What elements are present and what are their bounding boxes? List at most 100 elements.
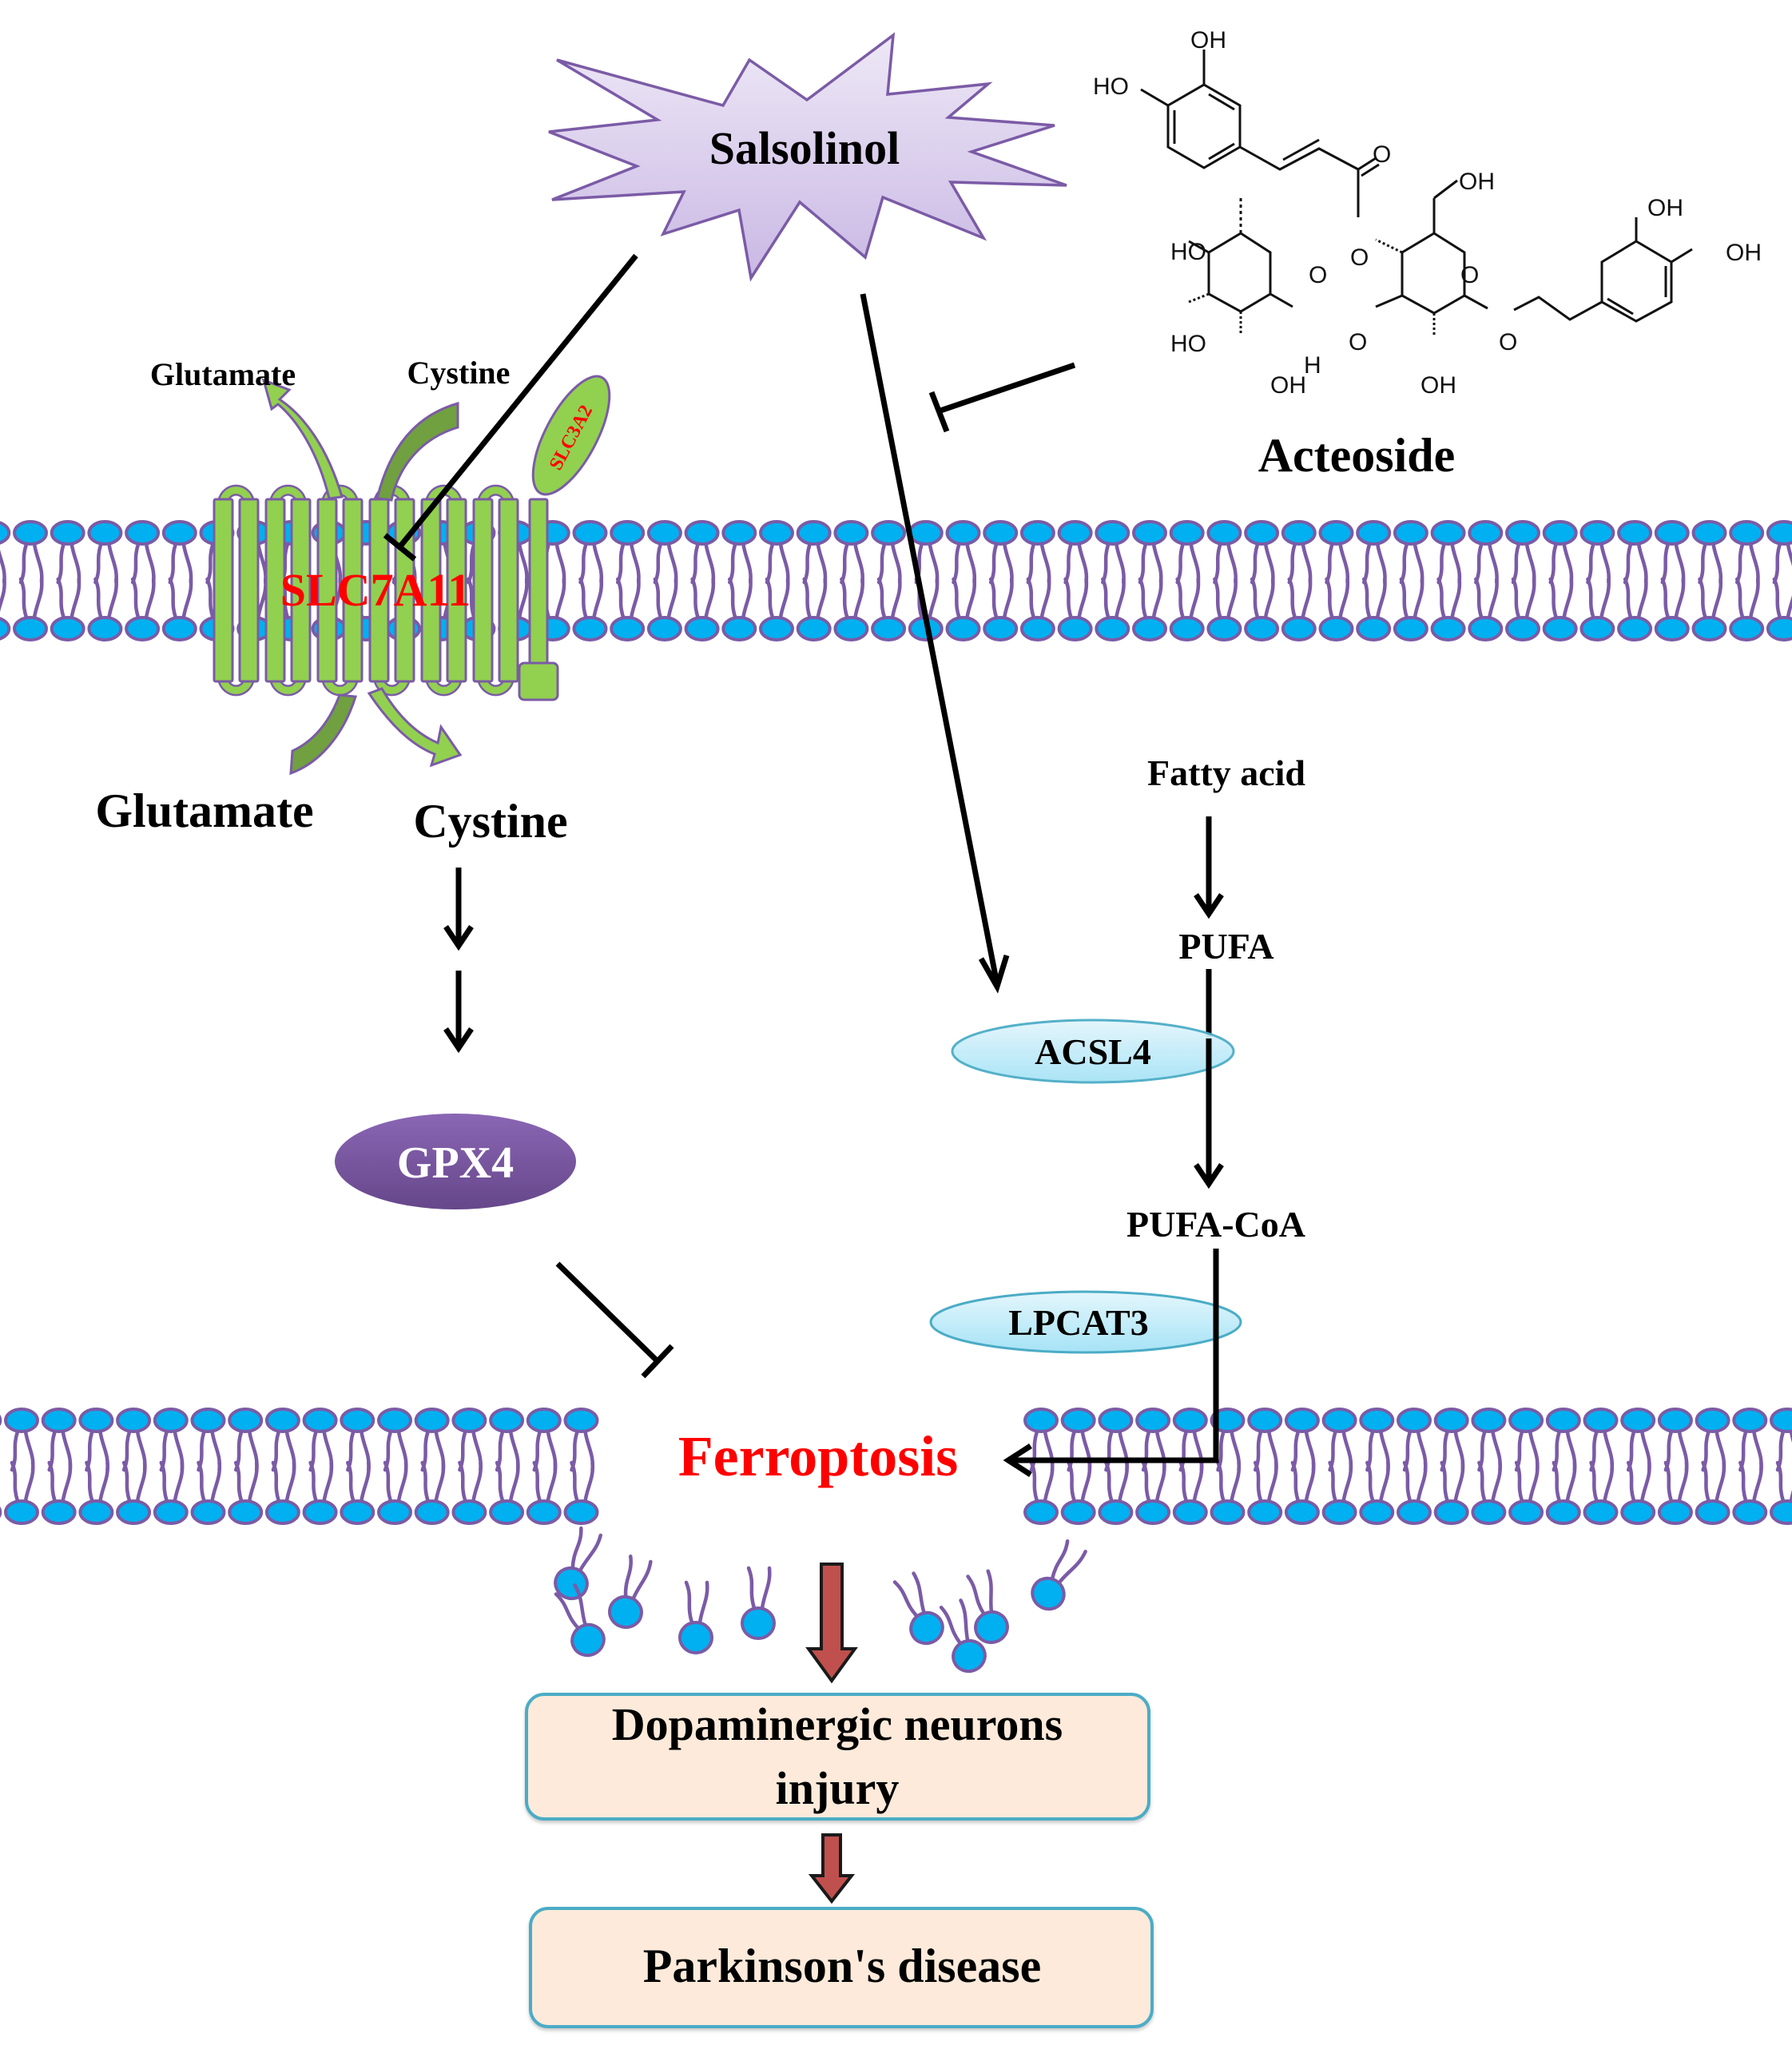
lipid-tail — [1043, 1460, 1055, 1503]
intracellular-loop — [323, 677, 357, 694]
lipid-tail — [1361, 577, 1372, 620]
extracellular-loop — [271, 486, 305, 503]
phospholipid — [945, 520, 981, 585]
lipid-tail — [615, 542, 626, 585]
phospholipid — [1247, 1408, 1283, 1472]
lipid-head — [1766, 520, 1792, 546]
phospholipid — [414, 1408, 450, 1472]
scattered-lipid — [966, 1569, 1009, 1645]
lipid-tail — [1772, 577, 1782, 620]
slc7a11-transmembrane-helices — [213, 498, 519, 683]
lipid-tail — [939, 1606, 963, 1646]
lipid-tail — [1151, 542, 1163, 585]
lipid-head — [451, 1499, 487, 1525]
transmembrane-helix — [472, 498, 494, 683]
lipid-tail — [383, 1460, 393, 1503]
phospholipid — [796, 577, 832, 641]
lipid-tail — [728, 542, 737, 585]
lipid-head — [871, 616, 907, 641]
lipid-tail — [1786, 542, 1792, 566]
lipid-tail — [853, 542, 864, 585]
lipid-head — [1397, 1408, 1432, 1433]
lipid-tail — [1711, 542, 1723, 585]
phospholipid — [646, 577, 682, 641]
lipid-tail — [1253, 1460, 1263, 1503]
system-xc-transporter: SLC3A2 SLC7A11 — [213, 375, 611, 776]
lipid-head — [1206, 520, 1242, 546]
lipid-tail — [554, 577, 566, 620]
lipid-head — [563, 1408, 599, 1433]
lipid-tail — [1175, 542, 1185, 585]
lipid-tail — [1674, 577, 1686, 620]
gpx4-node[interactable]: GPX4 — [335, 1114, 576, 1209]
lpcat3-node[interactable]: LPCAT3 — [929, 1290, 1242, 1354]
salsolinol-node[interactable]: Salsolinol — [548, 32, 1067, 282]
extracellular-loop — [479, 486, 513, 503]
phospholipid — [41, 1408, 77, 1472]
scattered-lipid — [939, 1598, 987, 1674]
lipid-tail — [1178, 1460, 1189, 1503]
lipid-head — [526, 1499, 562, 1525]
lipid-tail — [1230, 1460, 1242, 1503]
lipid-tail — [181, 577, 193, 620]
lipid-head — [1321, 1499, 1357, 1525]
lipid-tail — [1151, 577, 1163, 620]
lipid-head — [1359, 1408, 1395, 1433]
phospholipid — [1729, 520, 1765, 585]
lipid-head — [1471, 1408, 1507, 1433]
fatty-acid-to-pufa-arrow — [1194, 816, 1224, 919]
lipid-head — [414, 1408, 450, 1433]
lipid-tail — [517, 577, 529, 620]
lipid-tail — [1450, 542, 1462, 585]
lipid-head — [0, 521, 11, 545]
phospholipid — [1095, 520, 1130, 585]
lipid-tail — [1586, 542, 1595, 585]
salsolinol-starburst — [548, 32, 1067, 282]
lipid-head — [0, 617, 11, 641]
lipid-head — [1729, 520, 1765, 546]
acsl4-node[interactable]: ACSL4 — [951, 1019, 1235, 1084]
lipid-tail — [1477, 1460, 1487, 1503]
lipid-tail — [765, 577, 775, 620]
phospholipid — [0, 521, 11, 585]
phospholipid — [1019, 520, 1055, 585]
phospholipid — [796, 520, 832, 585]
lipid-tail — [346, 1460, 356, 1503]
lipid-head — [1620, 1408, 1656, 1433]
chem-label: OH — [1459, 169, 1495, 195]
lipid-head — [684, 616, 720, 641]
lipid-tail — [1715, 1460, 1726, 1503]
lipid-tail — [93, 542, 103, 585]
phospholipid — [871, 577, 907, 641]
lipid-head — [1244, 616, 1280, 641]
phospholipid — [1098, 1460, 1134, 1525]
lipid-tail — [322, 1460, 334, 1503]
lipid-head — [1284, 1499, 1320, 1525]
phospholipid — [1468, 520, 1504, 585]
phospholipid — [1095, 577, 1130, 641]
chem-label: O — [1350, 244, 1369, 271]
phospholipid — [1169, 520, 1205, 585]
phospholipid — [87, 520, 123, 585]
phospholipid — [610, 577, 646, 641]
lipid-tail — [653, 577, 663, 620]
lipid-head — [1508, 1408, 1544, 1433]
phospholipid — [1691, 520, 1727, 585]
phospholipid — [1281, 577, 1317, 641]
phospholipid — [1433, 1460, 1469, 1525]
lipid-tail — [1077, 577, 1089, 620]
transmembrane-helix — [316, 498, 338, 683]
lipid-tail — [1413, 577, 1424, 620]
lipid-tail — [890, 542, 902, 585]
lipid-head — [1770, 1408, 1792, 1433]
lipid-tail — [168, 542, 178, 585]
phospholipid — [1244, 577, 1280, 641]
lipid-head — [1031, 1576, 1066, 1611]
lipid-tail — [1416, 1460, 1428, 1503]
phospholipid — [13, 520, 48, 585]
lipid-head — [1617, 616, 1653, 641]
lipid-head — [41, 1499, 77, 1525]
lipid-tail — [1189, 577, 1201, 620]
lipid-head — [1318, 616, 1354, 641]
phospholipid — [1471, 1460, 1507, 1525]
